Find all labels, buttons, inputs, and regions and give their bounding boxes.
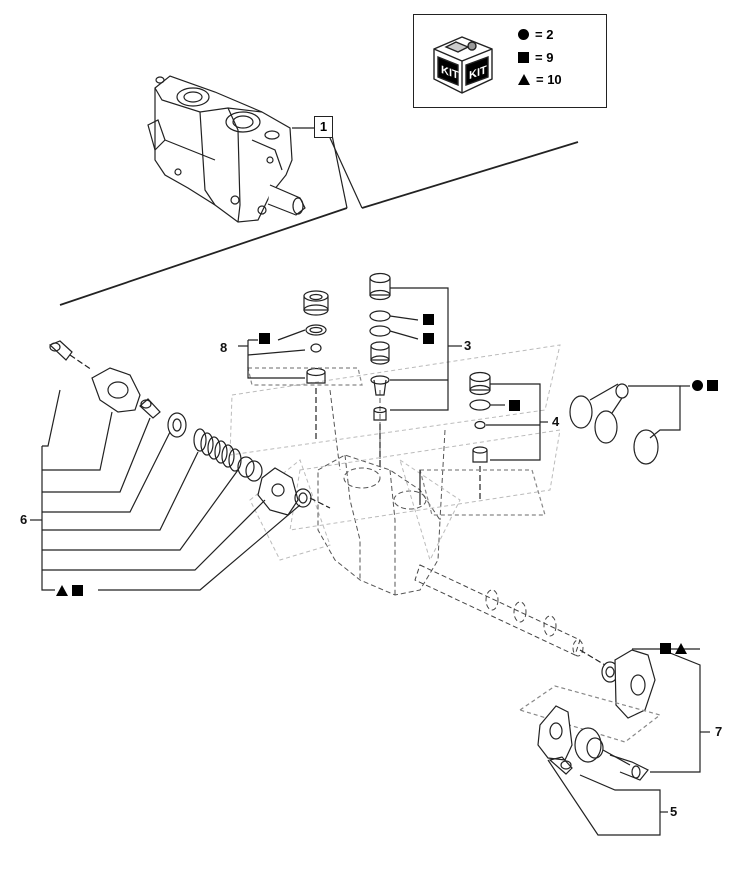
callout-8: 8 bbox=[220, 340, 228, 355]
item-7-kit-marker bbox=[660, 643, 687, 654]
o-ring-kit-marker bbox=[692, 380, 718, 391]
item-6-parts bbox=[30, 340, 331, 591]
legend-triangle-qty: = 10 bbox=[536, 72, 562, 87]
kit-legend: KIT KIT = 2 = 9 = 10 bbox=[413, 14, 607, 108]
kit-box-icon bbox=[433, 36, 493, 94]
o-ring-set bbox=[569, 383, 690, 465]
square-icon bbox=[72, 585, 83, 596]
circle-icon bbox=[518, 29, 529, 40]
circle-icon bbox=[692, 380, 703, 391]
legend-square-qty: = 9 bbox=[535, 50, 554, 65]
square-icon bbox=[423, 333, 434, 344]
item-4-parts bbox=[419, 371, 548, 516]
legend-row-triangle: = 10 bbox=[518, 72, 562, 87]
item-3-kit-marker-upper bbox=[423, 314, 434, 325]
triangle-icon bbox=[518, 74, 530, 85]
square-icon bbox=[509, 400, 520, 411]
item-8-parts bbox=[238, 290, 363, 440]
square-icon bbox=[259, 333, 270, 344]
item-7-parts bbox=[518, 648, 710, 836]
item-3-parts bbox=[369, 272, 462, 470]
square-icon bbox=[660, 643, 671, 654]
valve-section-assembly bbox=[147, 75, 306, 223]
triangle-icon bbox=[675, 643, 687, 654]
square-icon bbox=[707, 380, 718, 391]
item-4-kit-marker bbox=[509, 400, 520, 411]
callout-5: 5 bbox=[670, 804, 678, 819]
triangle-icon bbox=[56, 585, 68, 596]
callout-1-label: 1 bbox=[319, 119, 328, 134]
square-icon bbox=[518, 52, 529, 63]
callout-6: 6 bbox=[20, 512, 28, 527]
callout-1: 1 bbox=[314, 116, 333, 138]
legend-row-square: = 9 bbox=[518, 50, 553, 65]
callout-3: 3 bbox=[464, 338, 472, 353]
spool-shaft bbox=[414, 564, 584, 657]
item-8-kit-marker bbox=[259, 333, 270, 344]
square-icon bbox=[423, 314, 434, 325]
legend-row-circle: = 2 bbox=[518, 27, 553, 42]
spring bbox=[193, 428, 242, 472]
item-3-kit-marker-lower bbox=[423, 333, 434, 344]
callout-4: 4 bbox=[552, 414, 560, 429]
callout-7: 7 bbox=[715, 724, 723, 739]
item-6-kit-marker bbox=[56, 585, 83, 596]
legend-circle-qty: = 2 bbox=[535, 27, 554, 42]
